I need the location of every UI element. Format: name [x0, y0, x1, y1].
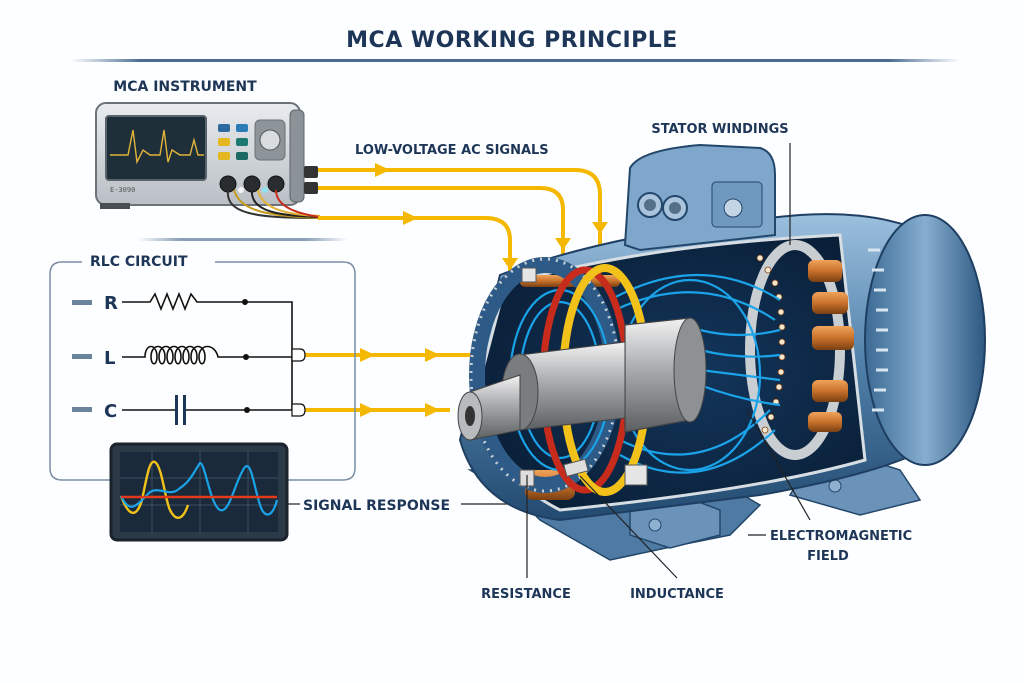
rlc-symbol-l: L: [104, 348, 115, 369]
jack-2[interactable]: [243, 175, 261, 193]
rlc-schematic: R L C: [72, 291, 306, 425]
jack-3[interactable]: [267, 175, 285, 193]
inductor-icon: [122, 345, 292, 365]
motor-end-cap: [864, 214, 986, 466]
signal-arrow-3: [318, 216, 512, 300]
trace-blue: [120, 461, 279, 516]
instrument-knob[interactable]: [259, 129, 281, 151]
rlc-divider: [138, 238, 348, 241]
cooling-fins: [868, 248, 888, 412]
rlc-label: RLC CIRCUIT: [90, 254, 188, 270]
trace-yellow: [119, 460, 190, 519]
button-teal-1[interactable]: [236, 138, 248, 146]
instrument-model: E-3090: [110, 186, 135, 194]
button-blue-2[interactable]: [236, 124, 248, 132]
signal-response-scope: [109, 442, 289, 542]
signals-label: LOW-VOLTAGE AC SIGNALS: [355, 143, 549, 158]
instrument-buttons[interactable]: [218, 124, 248, 160]
capacitor-icon: [175, 395, 186, 425]
callout-inductance: INDUCTANCE: [630, 587, 724, 602]
motor-cutaway: [457, 143, 986, 561]
mca-instrument: E-3090: [95, 102, 321, 219]
signal-response-label: SIGNAL RESPONSE: [303, 498, 450, 514]
button-yellow-2[interactable]: [218, 152, 230, 160]
button-yellow-1[interactable]: [218, 138, 230, 146]
page-title: MCA WORKING PRINCIPLE: [346, 28, 678, 53]
instrument-label: MCA INSTRUMENT: [113, 79, 257, 95]
rlc-symbol-c: C: [104, 401, 117, 422]
arrow-heads: [360, 163, 608, 417]
callout-em-field-line2: FIELD: [807, 549, 849, 564]
callout-stator-windings: STATOR WINDINGS: [651, 122, 788, 137]
button-teal-2[interactable]: [236, 152, 248, 160]
signal-arrow-1: [318, 168, 602, 265]
button-blue-1[interactable]: [218, 124, 230, 132]
callout-resistance: RESISTANCE: [481, 587, 571, 602]
title-divider: [70, 59, 960, 62]
callout-em-field-line1: ELECTROMAGNETIC: [770, 529, 912, 544]
jack-1[interactable]: [219, 175, 237, 193]
rlc-symbol-r: R: [104, 293, 118, 314]
instrument-waveform: [110, 129, 204, 165]
instrument-screen: [105, 115, 207, 181]
signal-arrow-2: [318, 186, 565, 285]
